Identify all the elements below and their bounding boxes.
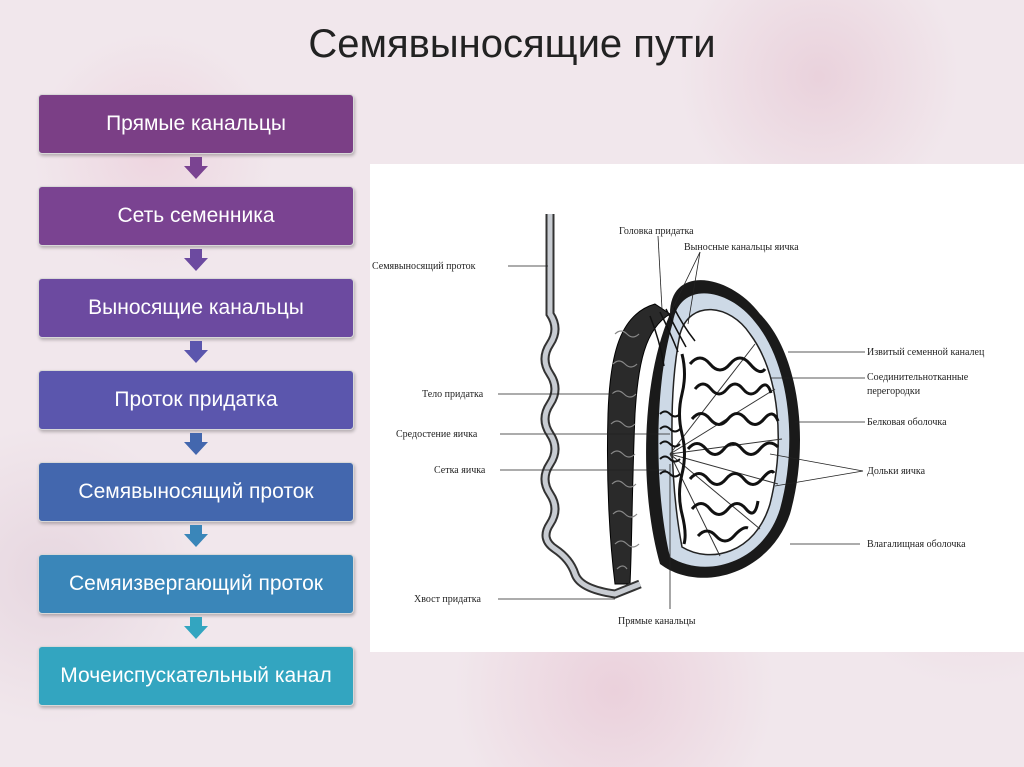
leader-lines (498, 235, 865, 609)
label-vas-deferens: Семявыносящий проток (372, 261, 476, 272)
flow-step-rete-testis: Сеть семенника (38, 186, 354, 246)
label-septa-line2: перегородки (867, 386, 921, 397)
vas-deferens-inner (542, 214, 641, 597)
flow-step-ejaculatory-duct: Семяизвергающий проток (38, 554, 354, 614)
arrow-down-icon (184, 617, 208, 639)
testis-body (671, 308, 779, 556)
label-septa-line1: Соединительнотканные (867, 372, 969, 383)
label-epididymis-body: Тело придатка (422, 389, 484, 400)
arrow-down-icon (184, 341, 208, 363)
rete-testis (659, 410, 681, 478)
flow-step-epididymal-duct: Проток придатка (38, 370, 354, 430)
label-tunica-vaginalis: Влагалищная оболочка (867, 539, 966, 550)
label-rete-testis: Сетка яичка (434, 465, 486, 476)
anatomy-diagram-panel: Головка придатка Выносные канальцы яичка… (370, 164, 1024, 652)
flow-step-straight-tubules: Прямые канальцы (38, 94, 354, 154)
label-efferent-ductules: Выносные канальцы яичка (684, 242, 799, 253)
label-convoluted-tubule: Извитый семенной каналец (867, 347, 985, 358)
flow-step-urethra: Мочеиспускательный канал (38, 646, 354, 706)
arrow-down-icon (184, 157, 208, 179)
label-lobules: Дольки яичка (867, 466, 926, 477)
label-tunica-albuginea: Белковая оболочка (867, 417, 947, 428)
arrow-down-icon (184, 433, 208, 455)
arrow-down-icon (184, 525, 208, 547)
label-epididymis-head: Головка придатка (619, 226, 694, 237)
page-title: Семявыносящие пути (308, 22, 716, 66)
flow-step-vas-deferens: Семявыносящий проток (38, 462, 354, 522)
label-mediastinum: Средостение яичка (396, 429, 478, 440)
epididymis-coils (610, 330, 640, 570)
seminiferous-tubules (678, 353, 780, 545)
label-epididymis-tail: Хвост придатка (414, 594, 481, 605)
testis-anatomy-illustration: Головка придатка Выносные канальцы яичка… (372, 214, 985, 627)
label-straight-tubules: Прямые канальцы (618, 616, 696, 627)
efferent-ductules (649, 305, 696, 367)
epididymis (606, 303, 671, 585)
flow-step-efferent-ducts: Выносящие канальцы (38, 278, 354, 338)
arrow-down-icon (184, 249, 208, 271)
